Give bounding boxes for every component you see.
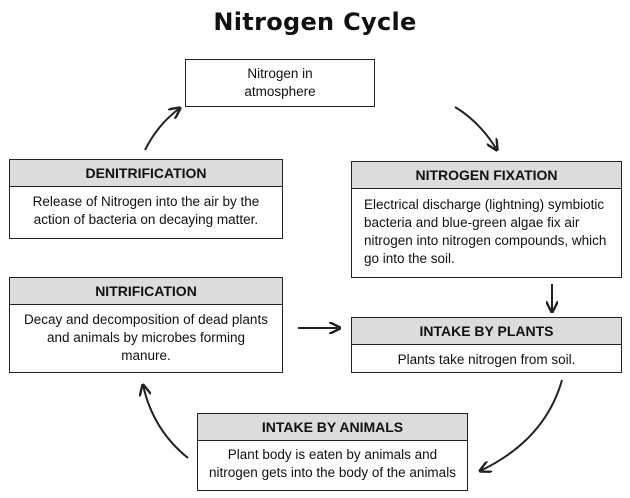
intake-by-animals-heading: INTAKE BY ANIMALS [198, 414, 467, 441]
nitrogen-fixation-line-3: nitrogen into nitrogen compounds, which [364, 233, 607, 248]
nitrogen-fixation-line-2: bacteria and blue-green algae fix air [364, 215, 580, 230]
denitrification-heading: DENITRIFICATION [10, 160, 282, 187]
nitrification-heading: NITRIFICATION [10, 278, 282, 305]
nitrogen-fixation-line-1: Electrical discharge (lightning) symbiot… [364, 197, 605, 212]
nitrification-box: NITRIFICATION Decay and decomposition of… [9, 277, 283, 373]
nitrogen-fixation-body: Electrical discharge (lightning) symbiot… [352, 189, 621, 274]
intake-by-plants-line-1: Plants take nitrogen from soil. [397, 352, 576, 367]
intake-by-animals-line-1: Plant body is eaten by animals and [227, 447, 438, 462]
intake-by-plants-heading: INTAKE BY PLANTS [352, 318, 621, 345]
nitrification-line-2: and animals by microbes forming [46, 330, 246, 345]
intake-by-animals-body: Plant body is eaten by animals and nitro… [198, 441, 467, 486]
denitrification-line-2: action of bacteria on decaying matter. [33, 212, 259, 227]
nitrogen-fixation-heading: NITROGEN FIXATION [352, 162, 621, 189]
intake-by-animals-box: INTAKE BY ANIMALS Plant body is eaten by… [197, 413, 468, 491]
atmosphere-line-2: atmosphere [244, 84, 316, 99]
arrow-atmosphere-to-fixation [454, 106, 497, 150]
denitrification-line-1: Release of Nitrogen into the air by the [32, 194, 260, 209]
atmosphere-box: Nitrogen in atmosphere [185, 59, 375, 107]
nitrification-body: Decay and decomposition of dead plants a… [10, 305, 282, 371]
diagram-title: Nitrogen Cycle [213, 8, 417, 36]
arrow-animals-to-nitrification [143, 385, 189, 459]
nitrification-line-1: Decay and decomposition of dead plants [24, 312, 268, 327]
denitrification-box: DENITRIFICATION Release of Nitrogen into… [9, 159, 283, 239]
nitrogen-fixation-line-4: go into the soil. [364, 251, 455, 266]
nitrification-line-3: manure. [121, 348, 171, 363]
arrow-plants-to-animals [480, 379, 563, 471]
denitrification-body: Release of Nitrogen into the air by the … [10, 187, 282, 235]
arrow-denitrification-to-atmosphere [144, 108, 180, 151]
intake-by-plants-box: INTAKE BY PLANTS Plants take nitrogen fr… [351, 317, 622, 373]
atmosphere-line-1: Nitrogen in [247, 66, 313, 81]
intake-by-plants-body: Plants take nitrogen from soil. [352, 345, 621, 375]
intake-by-animals-line-2: nitrogen gets into the body of the anima… [209, 465, 456, 480]
nitrogen-fixation-box: NITROGEN FIXATION Electrical discharge (… [351, 161, 622, 278]
